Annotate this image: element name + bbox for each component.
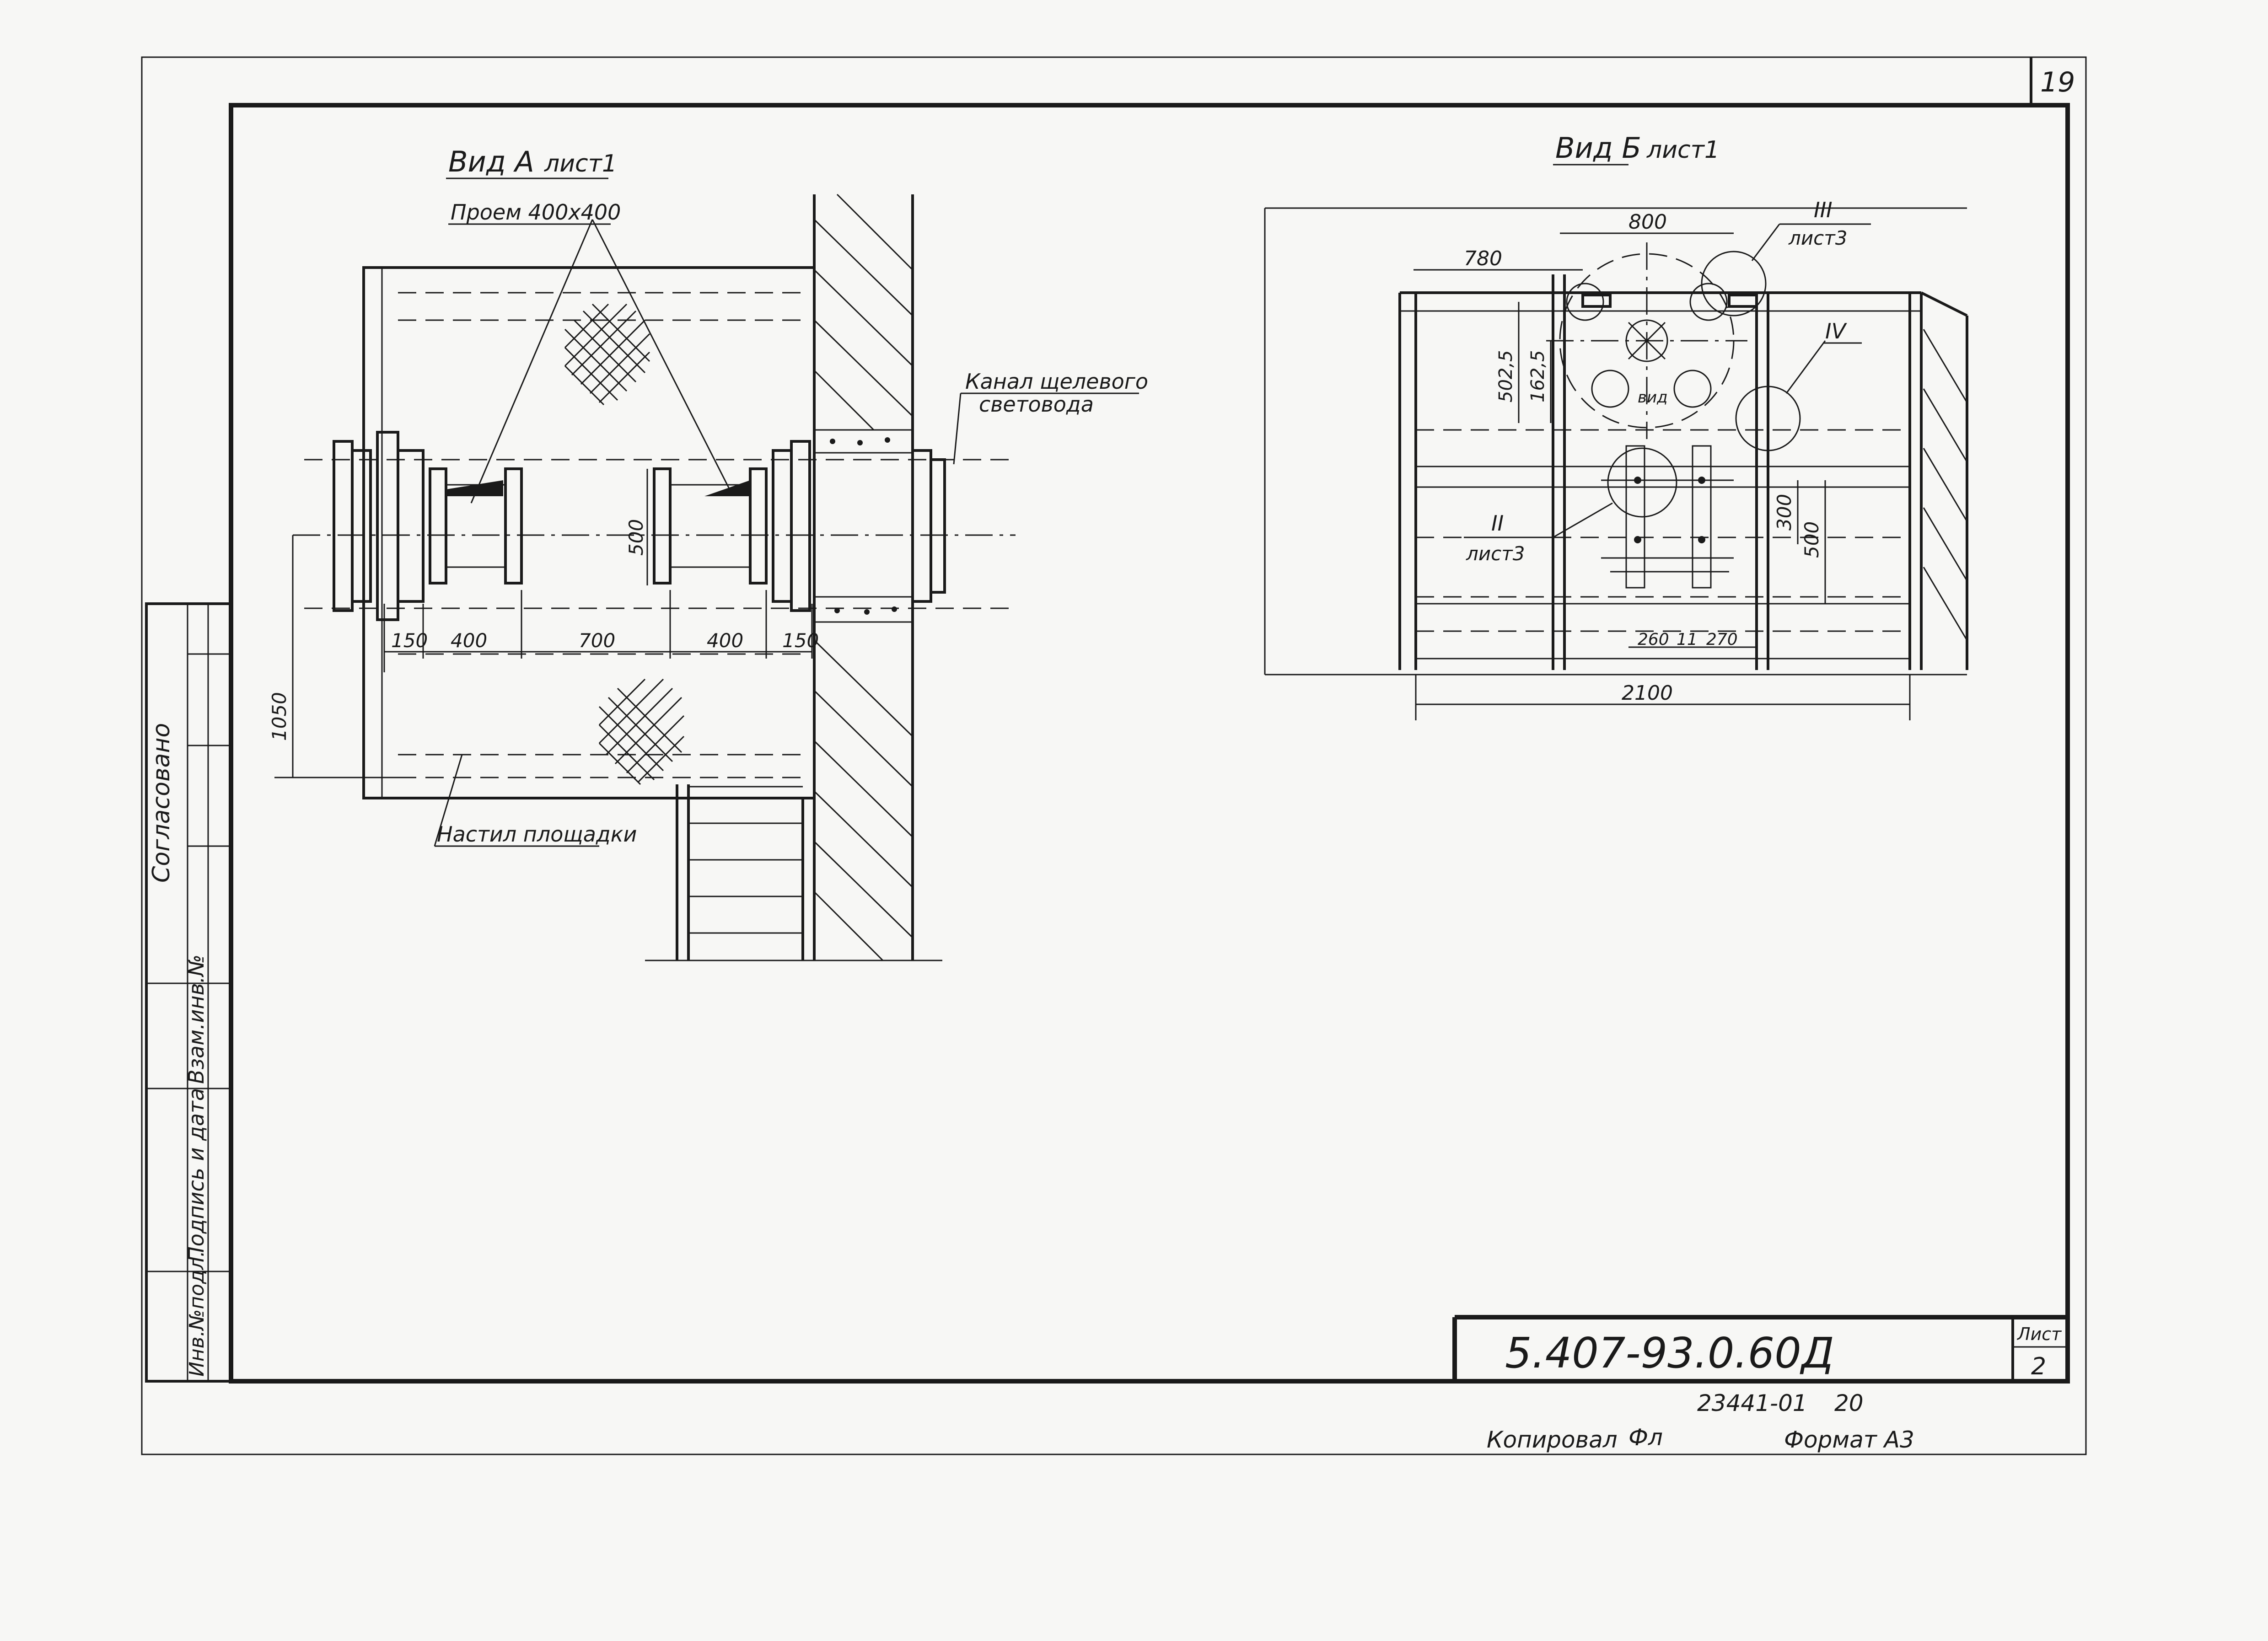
dim-b-300: 300 <box>1773 494 1795 531</box>
title-block: 5.407-93.0.60Д Лист 2 23441-01 20 Копиро… <box>1452 1315 2068 1453</box>
dim-b-5025: 502,5 <box>1495 350 1516 402</box>
callout-circle-IV <box>1735 386 1801 451</box>
dim-b-780: 780 <box>1464 247 1502 270</box>
side-stamp: Согласовано Взам.инв.№ Подпись и дата Ин… <box>145 602 232 1383</box>
right-flange-assembly <box>653 440 946 612</box>
view-b-sheet-ref: лист1 <box>1646 136 1720 164</box>
opening-label: Проем 400х400 <box>451 200 621 225</box>
dim-b-2100: 2100 <box>1622 681 1673 705</box>
copied-by-label: Копировал <box>1487 1426 1618 1453</box>
dim-b-500: 500 <box>1800 521 1823 558</box>
format-label: Формат А3 <box>1784 1426 1914 1453</box>
stamp-replace-inv: Взам.инв.№ <box>184 955 209 1084</box>
channel-label-line-2: световода <box>979 392 1094 417</box>
dim-b-270: 270 <box>1706 630 1738 649</box>
callout-IV: IV <box>1825 319 1848 343</box>
corner-sheet-number: 19 <box>2040 66 2075 98</box>
callout-circle-II <box>1607 447 1677 518</box>
opening-mesh-top <box>564 303 650 406</box>
dim-a-700: 700 <box>579 629 615 652</box>
dim-a-1050: 1050 <box>268 692 290 741</box>
callout-II: II <box>1491 511 1504 536</box>
cable-drum: вид <box>1546 242 1747 439</box>
dim-a-400-left: 400 <box>451 629 487 652</box>
dim-a-400-right: 400 <box>707 629 743 652</box>
copied-signature: Фл <box>1628 1424 1663 1451</box>
dim-a-150-left: 150 <box>391 629 428 652</box>
view-a-title: Вид А <box>448 145 534 178</box>
sheet-label: Лист <box>2016 1324 2062 1344</box>
stair-ladder <box>645 784 942 961</box>
channel-label-line-1: Канал щелевого <box>965 369 1148 394</box>
view-b-title: Вид Б <box>1555 131 1641 165</box>
dim-b-260: 260 <box>1638 630 1669 649</box>
lower-assembly <box>1601 445 1734 589</box>
deck-label: Настил площадки <box>437 822 637 847</box>
frame-structure <box>1398 274 1923 670</box>
view-a: Вид А лист1 <box>268 145 1148 961</box>
dim-b-1625: 162,5 <box>1527 350 1548 402</box>
dim-b-800: 800 <box>1628 210 1667 234</box>
inventory-number: 23441-01 <box>1697 1390 1807 1416</box>
wall-section <box>813 193 914 961</box>
callout-II-sheet: лист3 <box>1466 542 1525 565</box>
stamp-inv-orig: Инв.№подл. <box>185 1250 209 1377</box>
left-flange-assembly <box>333 431 523 621</box>
callout-vid: вид <box>1638 388 1668 407</box>
dim-a-500: 500 <box>625 519 647 556</box>
view-a-sheet-ref: лист1 <box>544 150 617 177</box>
stamp-sign-date: Подпись и дата <box>184 1088 209 1262</box>
designation-code: 5.407-93.0.60Д <box>1505 1329 1834 1378</box>
view-b: Вид Б лист1 <box>1264 131 1968 720</box>
inventory-page: 20 <box>1834 1390 1864 1416</box>
dim-b-11: 11 <box>1677 630 1698 649</box>
dim-a-150-right: 150 <box>782 629 819 652</box>
inner-drawing-frame <box>229 103 2070 1384</box>
sheet-number: 2 <box>2031 1353 2046 1380</box>
callout-III: III <box>1814 198 1833 222</box>
stamp-agreed: Согласовано <box>148 723 175 883</box>
callout-circle-III <box>1701 251 1767 316</box>
callout-III-sheet: лист3 <box>1788 227 1847 249</box>
right-wall-hatched <box>1920 291 1968 670</box>
outer-trim-border <box>141 56 2087 1455</box>
opening-mesh-bottom <box>598 678 685 785</box>
